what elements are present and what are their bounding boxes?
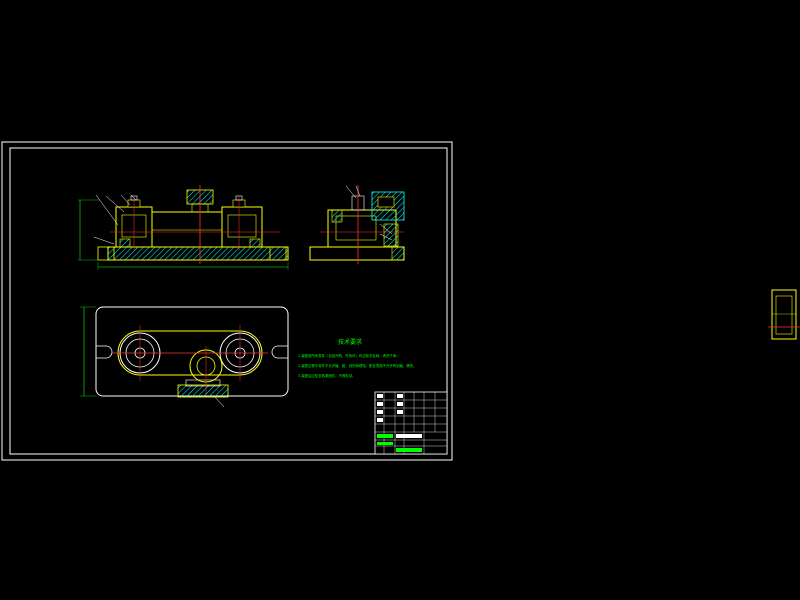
side-base	[309, 246, 405, 261]
detail-view[interactable]	[768, 289, 800, 340]
tech-req-title: 技术要求	[338, 338, 362, 346]
top-base-plate	[95, 306, 289, 397]
top-view[interactable]	[80, 306, 289, 408]
clamp-block	[177, 384, 229, 398]
front-view[interactable]	[78, 185, 289, 270]
side-view[interactable]	[309, 185, 405, 264]
tech-req-line-1: 1.装配前所有零件（包括外购、外协件）均应除去毛刺、清洗干净。	[298, 353, 400, 358]
center-body	[151, 211, 223, 248]
outer-frame	[1, 141, 453, 461]
inner-frame	[9, 147, 448, 455]
technical-requirements: 技术要求 1.装配前所有零件（包括外购、外协件）均应除去毛刺、清洗干净。 2.装…	[298, 338, 417, 378]
base-plate	[107, 246, 289, 261]
tech-req-line-2: 2.装配过程中零件不允许磕、碰、划伤和锈蚀，配合表面不允许有划痕、擦伤。	[298, 363, 417, 368]
title-block	[374, 391, 448, 455]
tech-req-line-3: 3.装配后应检查各紧固件，不得松动。	[298, 373, 355, 378]
